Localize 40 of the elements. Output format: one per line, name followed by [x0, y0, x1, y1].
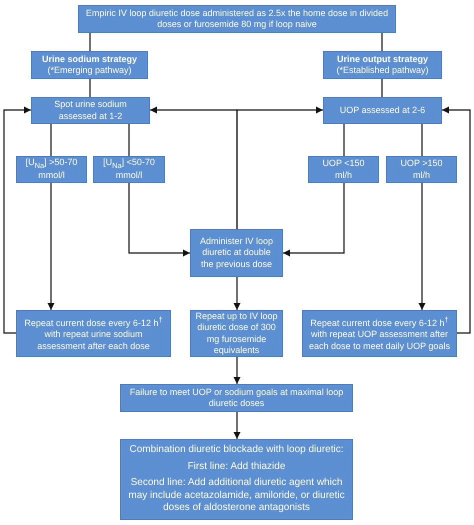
box-text: (*Established pathway)	[336, 65, 429, 76]
connector-line	[343, 124, 345, 156]
arrow	[234, 277, 240, 310]
box-text: Combination diuretic blockade with loop diuretic:	[129, 444, 344, 457]
process-box: Empiric IV loop diuretic dose administered as 2.5x the home dose in divided doses or furosemide 80 mg if loop naive	[78, 5, 396, 33]
connector-line	[89, 79, 91, 97]
condition-box: UOP >150 ml/h	[386, 156, 457, 183]
box-heading: Urine sodium strategy	[42, 54, 138, 65]
box-heading: Urine output strategy	[336, 54, 428, 65]
strategy-box	[323, 51, 442, 79]
assessment-box: Spot urine sodium assessed at 1-2	[31, 97, 150, 124]
assessment-box: UOP assessed at 2-6	[323, 97, 442, 124]
arrow	[3, 106, 31, 334]
box-text: Second line: Add additional diuretic agent which may include acetazolamide, amiloride, or diuretic doses of aldosterone antagonists	[127, 477, 346, 515]
arrow	[48, 183, 54, 310]
arrow	[234, 357, 240, 384]
process-box: Repeat up to IV loop diuretic dose of 300 mg furosemide equivalents	[190, 310, 283, 357]
box-text: (*Emerging pathway)	[47, 65, 132, 76]
connector-line	[381, 33, 383, 51]
condition-box: [U$_{Na}$] <50-70 mmol/l	[93, 156, 165, 183]
connector-line	[128, 124, 130, 156]
process-box: Repeat current dose every 6-12 h$^{†}$ with repeat UOP assessment after each dose to meet daily UOP goals	[302, 310, 457, 357]
connector-line	[381, 79, 383, 97]
process-box	[120, 439, 353, 520]
process-box: Failure to meet UOP or sodium goals at maximal loop diuretic doses	[120, 384, 353, 412]
arrow	[283, 183, 345, 256]
arrow	[418, 183, 426, 310]
arrow	[236, 106, 323, 229]
condition-box: UOP <150 ml/h	[308, 156, 379, 183]
connector-line	[89, 33, 91, 51]
arrow	[128, 183, 190, 256]
arrow	[442, 106, 471, 334]
connector-line	[50, 124, 52, 156]
arrow	[234, 412, 240, 439]
connector-line	[421, 124, 423, 156]
process-box: Administer IV loop diuretic at double the previous dose	[190, 229, 283, 277]
process-box: Repeat current dose every 6-12 h$^{†}$ with repeat urine sodium assessment after each dose	[16, 310, 171, 357]
condition-box: [U$_{Na}$] >50-70 mmol/l	[16, 156, 87, 183]
box-text: First line: Add thiazide	[188, 460, 286, 474]
strategy-box	[31, 51, 148, 79]
